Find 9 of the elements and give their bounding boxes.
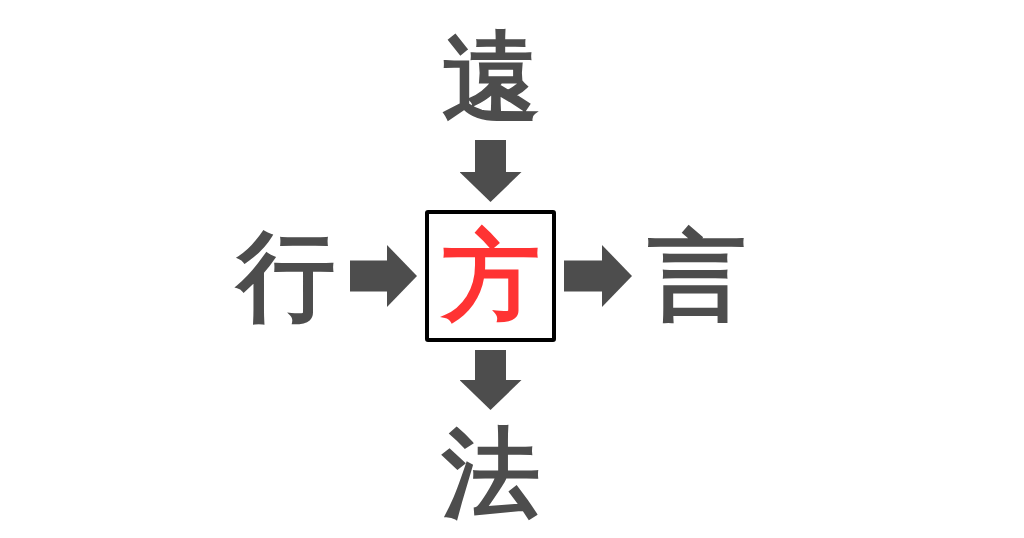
kanji-character: 遠 xyxy=(436,22,546,132)
kanji-character: 言 xyxy=(640,221,754,331)
arrow xyxy=(459,350,522,410)
kanji-character: 法 xyxy=(436,418,546,528)
answer-box xyxy=(425,210,556,342)
kanji-character: 行 xyxy=(230,221,342,331)
arrow xyxy=(564,245,632,307)
arrow xyxy=(350,245,417,307)
arrow xyxy=(459,140,522,202)
